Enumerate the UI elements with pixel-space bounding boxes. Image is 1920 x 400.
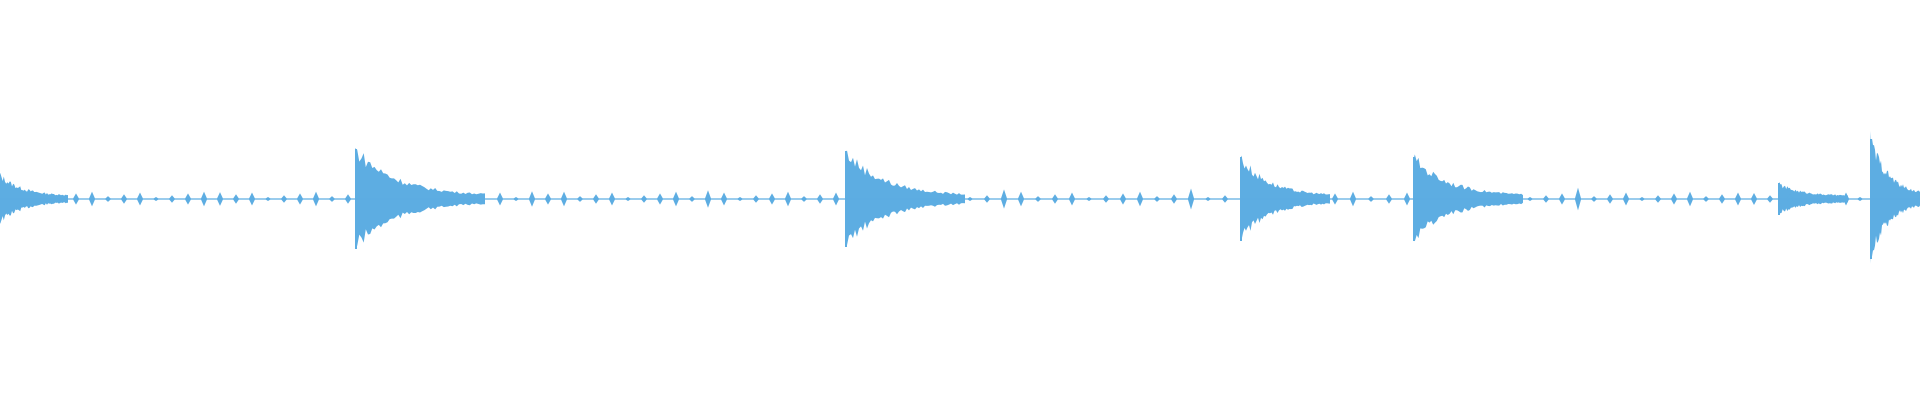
waveform-burst [1413,154,1523,242]
waveform-burst [1870,131,1920,264]
waveform-burst [1240,155,1330,241]
waveform-burst [0,173,68,224]
waveform-bursts [0,131,1920,264]
waveform-burst [845,150,965,246]
waveform-burst [355,148,485,248]
